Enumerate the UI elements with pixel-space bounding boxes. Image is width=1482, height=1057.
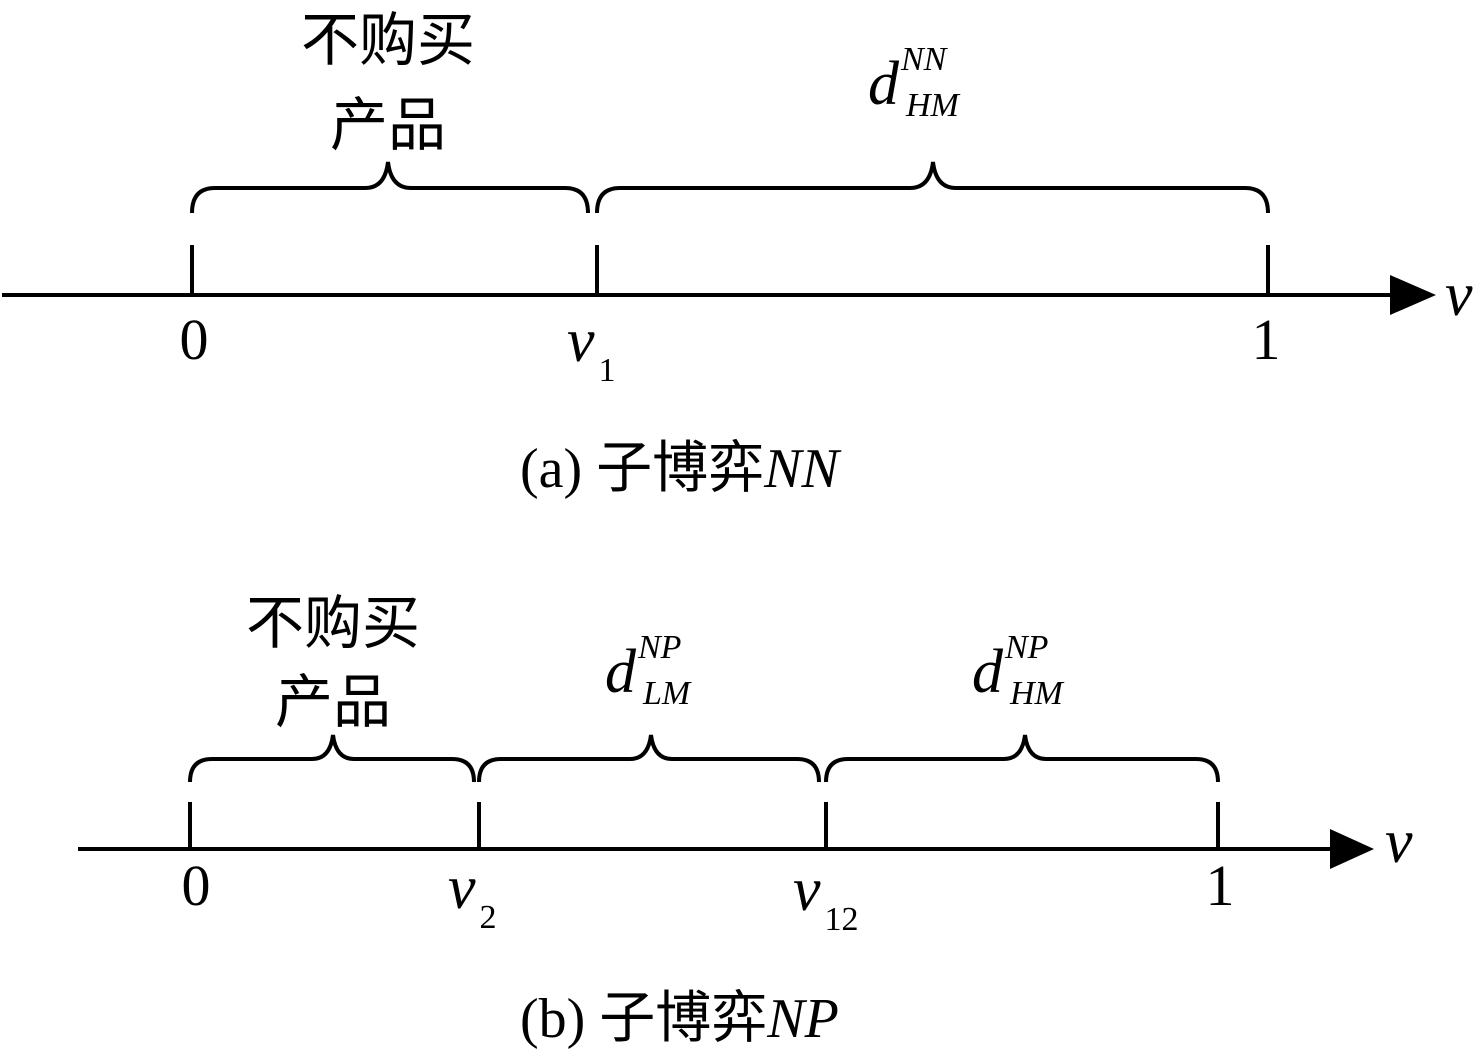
brace-no-purchase-b bbox=[188, 734, 476, 783]
axis-label-a: v bbox=[1445, 261, 1473, 329]
label-no-purchase-line2-a: 产品 bbox=[330, 93, 446, 158]
tick-label-1-a: 1 bbox=[1252, 307, 1281, 372]
label-no-purchase-line1-b: 不购买 bbox=[246, 591, 420, 656]
brace-low-model-b bbox=[477, 734, 821, 783]
brace-no-purchase-a bbox=[190, 161, 590, 214]
brace-high-model-b bbox=[824, 734, 1220, 783]
axis-arrow-b bbox=[1330, 829, 1374, 869]
tick-label-0-b: 0 bbox=[182, 853, 211, 918]
tick-label-0-a: 0 bbox=[180, 307, 209, 372]
tick-label-1-b: 1 bbox=[1206, 853, 1235, 918]
caption-a: (a) 子博弈NN bbox=[520, 438, 842, 500]
caption-b: (b) 子博弈NP bbox=[520, 988, 839, 1050]
label-no-purchase-line2-b: 产品 bbox=[275, 670, 391, 735]
axis-arrow-a bbox=[1390, 275, 1436, 315]
axis-label-b: v bbox=[1385, 808, 1413, 876]
brace-high-model-a bbox=[595, 161, 1270, 214]
label-no-purchase-line1-a: 不购买 bbox=[301, 8, 475, 73]
